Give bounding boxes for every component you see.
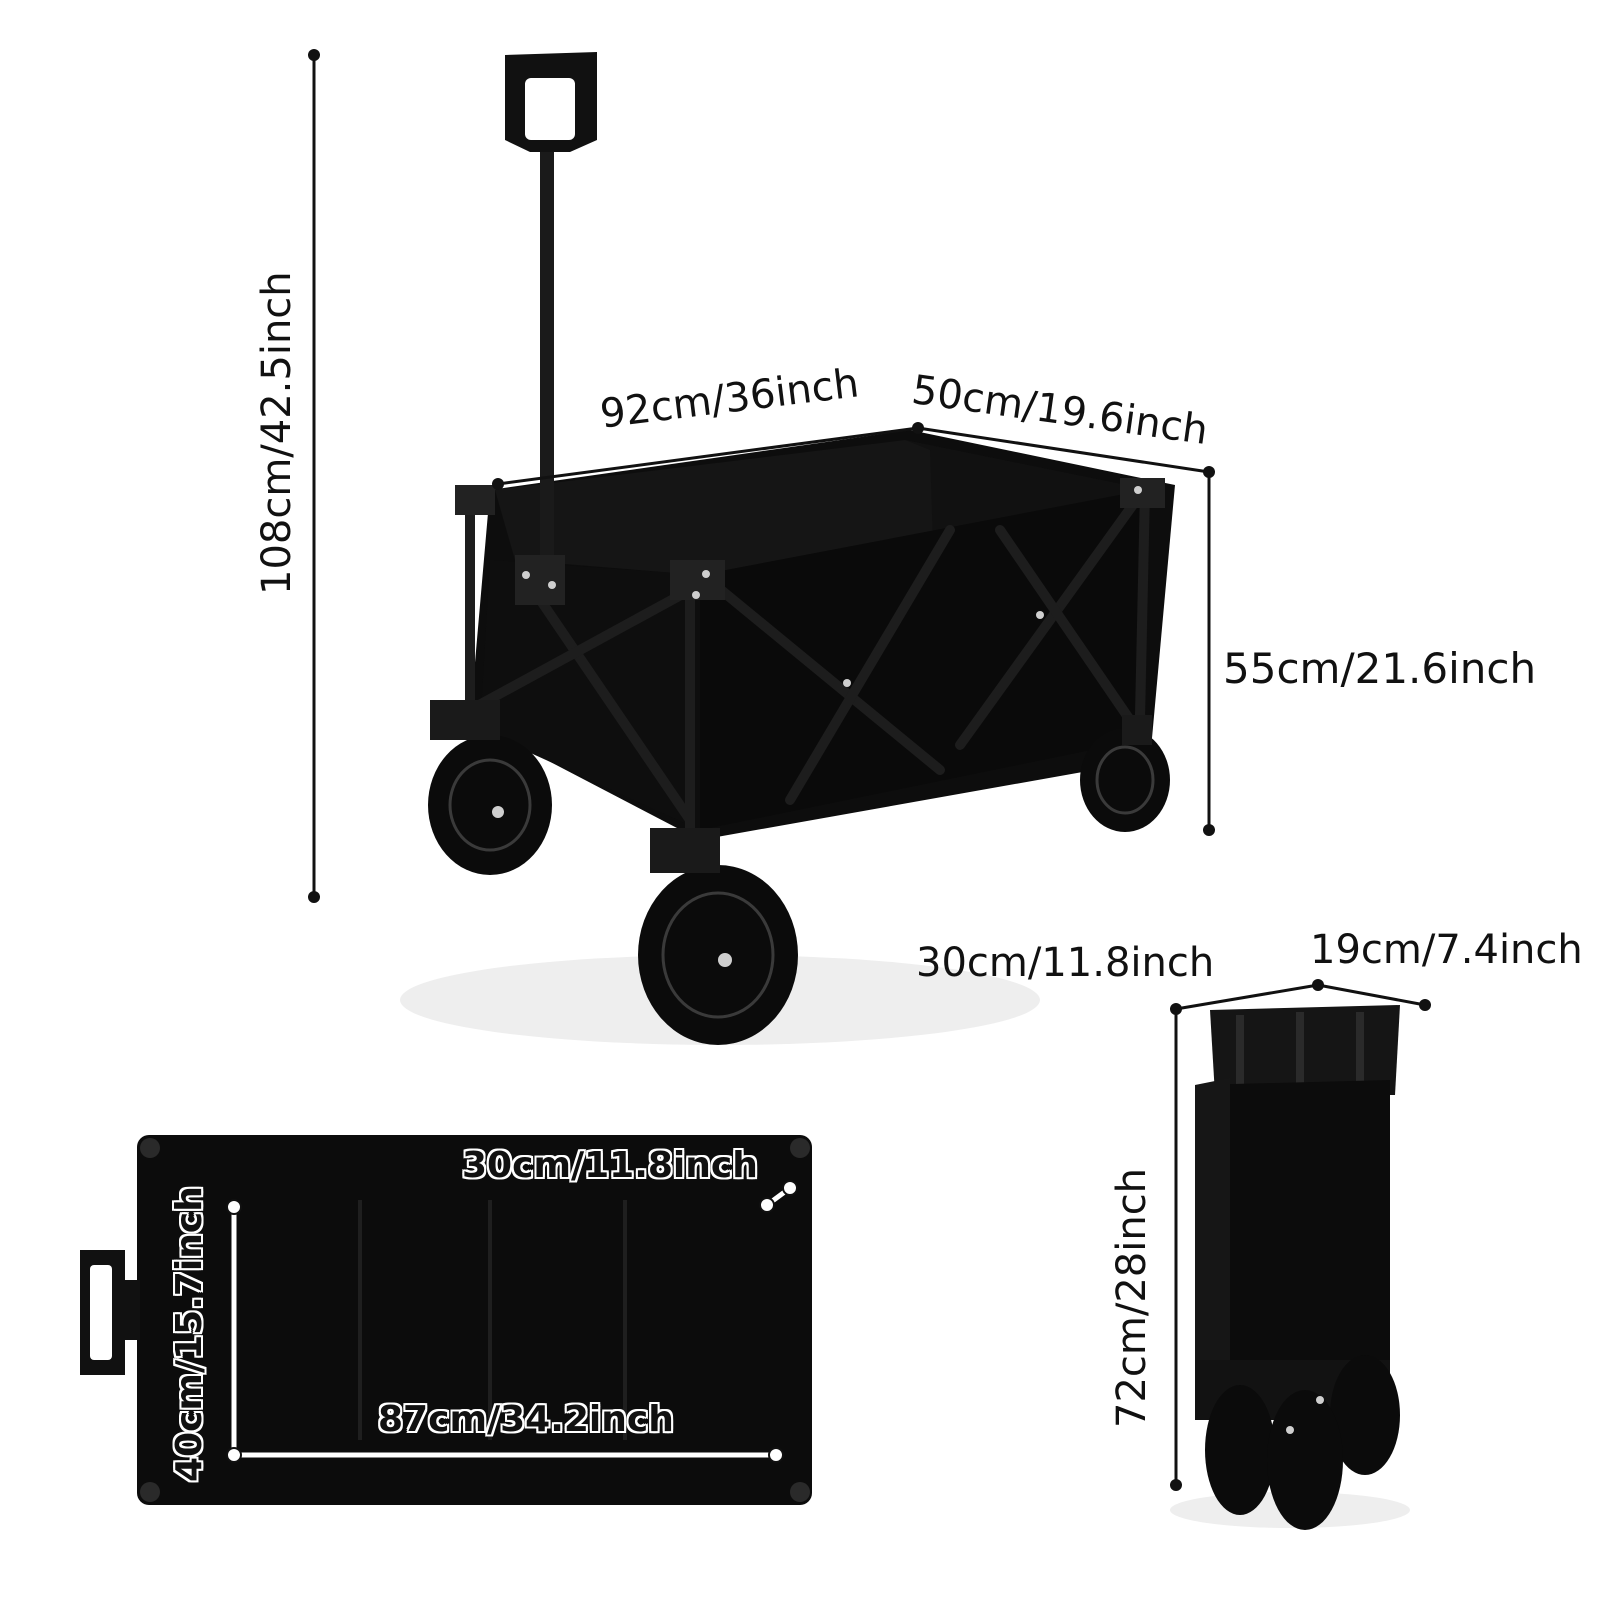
bag-length-label: 87cm/34.2inch: [378, 1399, 674, 1440]
folded-depth-label: 30cm/11.8inch: [916, 940, 1215, 986]
bottom-bag: [80, 1135, 812, 1505]
bed-height-label: 55cm/21.6inch: [1223, 644, 1537, 693]
bag-corner-label: 30cm/11.8inch: [462, 1145, 758, 1186]
folded-width-label: 19cm/7.4inch: [1310, 927, 1583, 973]
folded-wagon: [1170, 1005, 1410, 1530]
assembled-wagon: [400, 52, 1175, 1045]
bag-width-label: 40cm/15.7inch: [169, 1186, 210, 1482]
folded-height-label: 72cm/28inch: [1109, 1167, 1155, 1428]
dimension-lines: [308, 49, 1431, 1491]
total-height-label: 108cm/42.5inch: [254, 271, 300, 595]
